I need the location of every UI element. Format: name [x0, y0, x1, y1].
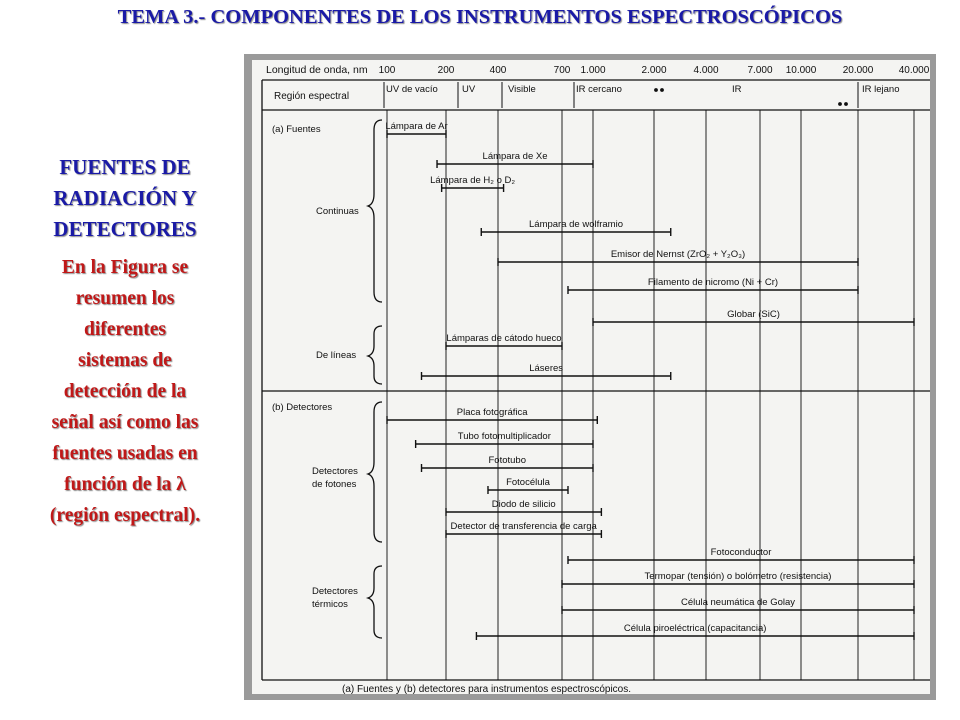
spectral-figure: Longitud de onda, nm 100 200 400 700 1.000 2.…: [244, 54, 936, 700]
region-uv-vacio: UV de vacío: [386, 84, 438, 95]
range-bar-label: Lámpara de Xe: [483, 151, 548, 162]
range-bar-label: Fototubo: [489, 455, 527, 466]
range-bar-label: Filamento de nicromo (Ni + Cr): [648, 277, 778, 288]
section-fuentes-label: (a) Fuentes: [272, 124, 321, 135]
range-bar: Célula piroeléctrica (capacitancia): [475, 623, 915, 640]
group-termicos-label: térmicos: [312, 599, 348, 610]
range-bar-label: Fotoconductor: [711, 547, 772, 558]
wavelength-tick-label: 7.000: [747, 65, 772, 76]
range-bar-label: Lámparas de cátodo hueco: [446, 333, 561, 344]
range-bar-label: Célula neumática de Golay: [681, 597, 795, 608]
sidebar-heading-line: FUENTES DE: [59, 155, 191, 179]
sidebar-description: En la Figura se resumen los diferentes s…: [8, 252, 242, 531]
region-ir-cercano: IR cercano: [576, 84, 622, 95]
range-bar-label: Diodo de silicio: [492, 499, 556, 510]
wavelength-tick-label: 4.000: [693, 65, 718, 76]
range-bar: Lámpara de wolframio: [480, 219, 672, 236]
range-bar: Láseres: [420, 363, 672, 380]
wavelength-axis-label: Longitud de onda, nm: [266, 64, 368, 76]
range-bar-label: Célula piroeléctrica (capacitancia): [624, 623, 767, 634]
range-bar-label: Detector de transferencia de carga: [451, 521, 598, 532]
sidebar-description-line: función de la λ: [64, 474, 186, 495]
group-continuas-label: Continuas: [316, 206, 359, 217]
region-ir: IR: [732, 84, 742, 95]
sidebar-description-line: diferentes: [84, 319, 166, 340]
region-ir-lejano: IR lejano: [862, 84, 900, 95]
range-bar: Fotoconductor: [567, 547, 915, 564]
range-bar: Lámparas de cátodo hueco: [445, 333, 563, 350]
group-braces: [365, 119, 383, 639]
wavelength-gridlines: [386, 110, 915, 680]
wavelength-tick-label: 10.000: [786, 65, 817, 76]
range-bar: Globar (SiC): [592, 309, 915, 326]
wavelength-tick-label: 1.000: [580, 65, 605, 76]
range-bar-label: Emisor de Nernst (ZrO₂ + Y₂O₃): [611, 249, 745, 260]
range-bar: Lámpara de Xe: [436, 151, 594, 168]
figure-paper: [252, 60, 930, 694]
group-lineas-label: De líneas: [316, 350, 356, 361]
sidebar-description-line: fuentes usadas en: [52, 443, 198, 464]
range-bar: Placa fotográfica: [386, 407, 598, 424]
sidebar-description-line: sistemas de: [78, 350, 172, 371]
range-bar: Emisor de Nernst (ZrO₂ + Y₂O₃): [497, 249, 859, 266]
wavelength-tick-label: 200: [438, 65, 455, 76]
sidebar-description-line: (región espectral).: [49, 505, 201, 526]
range-bar: Diodo de silicio: [445, 499, 603, 516]
range-bar-label: Lámpara de Ar: [385, 121, 447, 132]
group-termicos-label: Detectores: [312, 586, 358, 597]
range-bar: Fotocélula: [487, 477, 569, 494]
range-bar: Lámpara de Ar: [385, 121, 448, 138]
region-uv: UV: [462, 84, 476, 95]
wavelength-tick-label: 400: [490, 65, 507, 76]
range-bar: Lámpara de H₂ o D₂: [430, 175, 515, 192]
range-bar-label: Tubo fotomultiplicador: [458, 431, 551, 442]
wavelength-tick-label: 40.000: [899, 65, 930, 76]
wavelength-tick-label: 20.000: [843, 65, 874, 76]
sidebar-description-line: señal así como las: [51, 412, 199, 433]
group-fotones-label: Detectores: [312, 466, 358, 477]
range-bars: Lámpara de Ar Lámpara de Xe Lámpara de H₂ …: [385, 121, 915, 640]
sidebar-description-line: resumen los: [75, 288, 175, 309]
range-bar-label: Láseres: [529, 363, 563, 374]
sidebar-description-line: En la Figura se: [61, 257, 189, 278]
section-detectores-label: (b) Detectores: [272, 402, 332, 413]
group-fotones-label: de fotones: [312, 479, 357, 490]
range-bar-label: Placa fotográfica: [457, 407, 528, 418]
page-title: TEMA 3.- COMPONENTES DE LOS INSTRUMENTOS…: [117, 6, 843, 28]
sidebar-heading-line: RADIACIÓN Y: [53, 186, 197, 210]
range-bar: Filamento de nicromo (Ni + Cr): [567, 277, 859, 294]
range-bar: Fototubo: [420, 455, 594, 472]
wavelength-tick-label: 100: [379, 65, 396, 76]
range-bar-label: Termopar (tensión) o bolómetro (resisten…: [645, 571, 832, 582]
range-bar-label: Lámpara de H₂ o D₂: [430, 175, 515, 186]
spectral-figure-canvas: Longitud de onda, nm 100 200 400 700 1.000 2.…: [252, 60, 930, 695]
sidebar-heading: FUENTES DE RADIACIÓN Y DETECTORES: [14, 152, 236, 245]
range-bar: Tubo fotomultiplicador: [414, 431, 594, 448]
range-bar: Célula neumática de Golay: [561, 597, 915, 614]
wavelength-tick-label: 2.000: [641, 65, 666, 76]
wavelength-tick-labels: 100 200 400 700 1.000 2.000 4.000 7.000 10.000 20…: [379, 65, 930, 76]
range-bar-label: Lámpara de wolframio: [529, 219, 623, 230]
wavelength-tick-label: 700: [554, 65, 571, 76]
sidebar-heading-line: DETECTORES: [53, 217, 197, 241]
region-dividers: [383, 82, 859, 108]
range-bar: Detector de transferencia de carga: [445, 521, 603, 538]
sidebar-description-line: detección de la: [63, 381, 187, 402]
figure-rules: [261, 79, 930, 681]
range-bar-label: Fotocélula: [506, 477, 551, 488]
range-bar-label: Globar (SiC): [727, 309, 780, 320]
region-visible: Visible: [508, 84, 536, 95]
region-column-label: Región espectral: [274, 91, 349, 102]
range-bar: Termopar (tensión) o bolómetro (resisten…: [561, 571, 915, 588]
figure-caption: (a) Fuentes y (b) detectores para instru…: [342, 684, 631, 695]
